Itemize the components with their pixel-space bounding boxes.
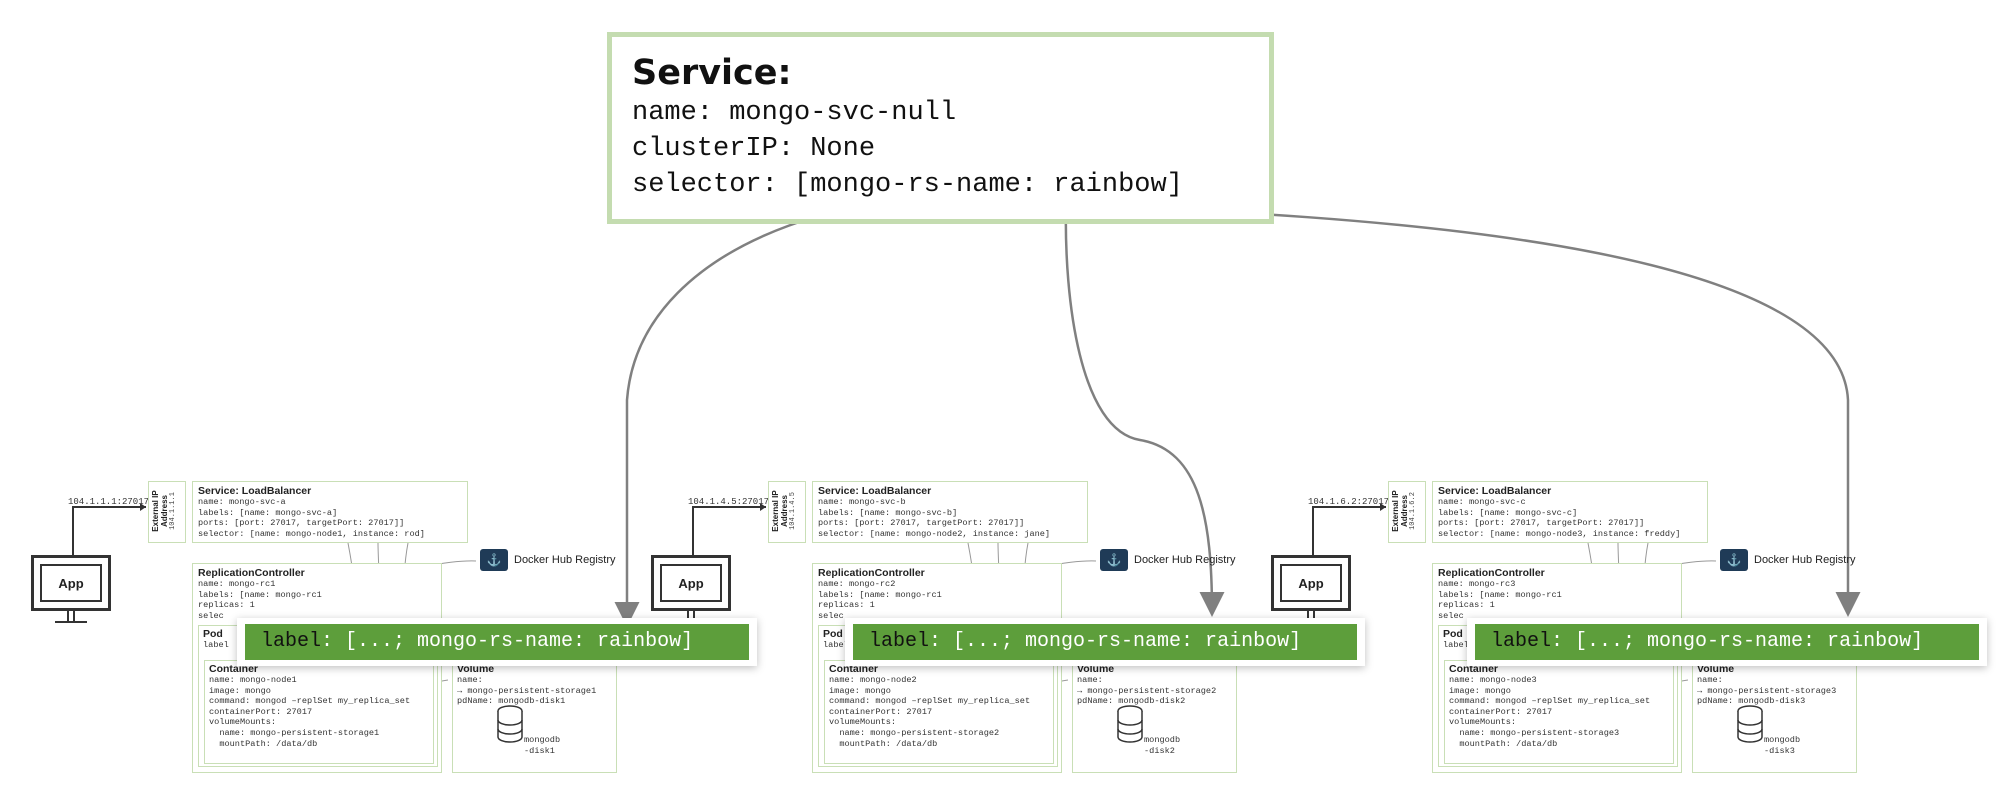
docker-hub-label: Docker Hub Registry	[514, 554, 616, 566]
service-selector-line: selector: [mongo-rs-name: rainbow]	[632, 170, 1183, 200]
connector-to-cluster-2	[1064, 204, 1225, 617]
loadbalancer-service-box: Service: LoadBalancer name: mongo-svc-b …	[812, 481, 1088, 543]
volume-title: Volume	[1697, 663, 1735, 675]
volume-box: Volume name: → mongo-persistent-storage3…	[1692, 660, 1857, 773]
pod-lines: label	[1443, 640, 1469, 650]
app-label: App	[1280, 564, 1342, 602]
external-ip-title: External IP Address	[151, 490, 169, 532]
rc-title: ReplicationController	[198, 567, 305, 579]
pod-lines: label	[203, 640, 229, 650]
volume-lines: name: → mongo-persistent-storage1 pdName…	[457, 675, 597, 707]
docker-whale-icon: ⚓	[1100, 549, 1128, 571]
loadbalancer-service-box: Service: LoadBalancer name: mongo-svc-a …	[192, 481, 468, 543]
rc-title: ReplicationController	[1438, 567, 1545, 579]
docker-hub-label: Docker Hub Registry	[1754, 554, 1856, 566]
label-banner-2: label: [...; mongo-rs-name: rainbow]	[845, 618, 1365, 666]
external-ip-value: 104.1.1.1	[169, 492, 177, 530]
external-ip-box: External IP Address 104.1.6.2	[1388, 481, 1426, 543]
volume-title: Volume	[1077, 663, 1115, 675]
disk-label: mongodb -disk3	[1764, 735, 1801, 756]
pod-title: Pod	[203, 628, 223, 640]
rc-lines: name: mongo-rc1 labels: [name: mongo-rc1…	[198, 579, 322, 621]
container-lines: name: mongo-node2 image: mongo command: …	[829, 675, 1031, 749]
container-title: Container	[209, 663, 259, 675]
disk-database-icon	[497, 705, 523, 743]
container-box: Container name: mongo-node2 image: mongo…	[824, 660, 1054, 764]
disk-database-icon	[1117, 705, 1143, 743]
container-title: Container	[829, 663, 879, 675]
loadbalancer-title: Service: LoadBalancer	[818, 485, 932, 497]
rc-lines: name: mongo-rc3 labels: [name: mongo-rc1…	[1438, 579, 1562, 621]
service-title: Service:	[632, 53, 792, 93]
loadbalancer-lines: name: mongo-svc-b labels: [name: mongo-s…	[818, 497, 1051, 539]
external-address: 104.1.6.2:27017	[1308, 497, 1390, 507]
container-box: Container name: mongo-node1 image: mongo…	[204, 660, 434, 764]
label-banner-text: label: [...; mongo-rs-name: rainbow]	[245, 624, 749, 660]
docker-hub-registry: ⚓ Docker Hub Registry	[1720, 549, 1855, 571]
docker-whale-icon: ⚓	[480, 549, 508, 571]
container-title: Container	[1449, 663, 1499, 675]
docker-whale-icon: ⚓	[1720, 549, 1748, 571]
cluster-3: 104.1.6.2:27017 External IP Address 104.…	[1268, 475, 1868, 775]
volume-box: Volume name: → mongo-persistent-storage2…	[1072, 660, 1237, 773]
monitor-icon: App	[651, 555, 731, 611]
loadbalancer-title: Service: LoadBalancer	[1438, 485, 1552, 497]
disk-label: mongodb -disk2	[1144, 735, 1181, 756]
app-monitor: App	[31, 555, 111, 639]
docker-hub-registry: ⚓ Docker Hub Registry	[1100, 549, 1235, 571]
external-ip-value: 104.1.6.2	[1409, 492, 1417, 530]
app-label: App	[40, 564, 102, 602]
loadbalancer-service-box: Service: LoadBalancer name: mongo-svc-c …	[1432, 481, 1708, 543]
app-monitor: App	[651, 555, 731, 639]
volume-lines: name: → mongo-persistent-storage3 pdName…	[1697, 675, 1837, 707]
docker-hub-label: Docker Hub Registry	[1134, 554, 1236, 566]
rc-title: ReplicationController	[818, 567, 925, 579]
container-lines: name: mongo-node1 image: mongo command: …	[209, 675, 411, 749]
cluster-1: 104.1.1.1:27017 External IP Address 104.…	[28, 475, 628, 775]
disk-label: mongodb -disk1	[524, 735, 561, 756]
rc-lines: name: mongo-rc2 labels: [name: mongo-rc1…	[818, 579, 942, 621]
app-label: App	[660, 564, 722, 602]
loadbalancer-lines: name: mongo-svc-a labels: [name: mongo-s…	[198, 497, 425, 539]
container-lines: name: mongo-node3 image: mongo command: …	[1449, 675, 1651, 749]
volume-box: Volume name: → mongo-persistent-storage1…	[452, 660, 617, 773]
label-banner-1: label: [...; mongo-rs-name: rainbow]	[237, 618, 757, 666]
label-banner-3: label: [...; mongo-rs-name: rainbow]	[1467, 618, 1987, 666]
external-ip-title: External IP Address	[1391, 490, 1409, 532]
service-clusterip-line: clusterIP: None	[632, 134, 876, 164]
external-ip-title: External IP Address	[771, 490, 789, 532]
label-banner-text: label: [...; mongo-rs-name: rainbow]	[853, 624, 1357, 660]
docker-hub-registry: ⚓ Docker Hub Registry	[480, 549, 615, 571]
label-banner-text: label: [...; mongo-rs-name: rainbow]	[1475, 624, 1979, 660]
loadbalancer-title: Service: LoadBalancer	[198, 485, 312, 497]
loadbalancer-lines: name: mongo-svc-c labels: [name: mongo-s…	[1438, 497, 1681, 539]
service-name-line: name: mongo-svc-null	[632, 98, 957, 128]
monitor-icon: App	[1271, 555, 1351, 611]
container-box: Container name: mongo-node3 image: mongo…	[1444, 660, 1674, 764]
volume-title: Volume	[457, 663, 495, 675]
pod-title: Pod	[823, 628, 843, 640]
monitor-icon: App	[31, 555, 111, 611]
external-ip-box: External IP Address 104.1.1.1	[148, 481, 186, 543]
app-monitor: App	[1271, 555, 1351, 639]
pod-title: Pod	[1443, 628, 1463, 640]
pod-lines: label	[823, 640, 849, 650]
external-address: 104.1.4.5:27017	[688, 497, 770, 507]
external-ip-value: 104.1.4.5	[789, 492, 797, 530]
external-address: 104.1.1.1:27017	[68, 497, 150, 507]
disk-database-icon	[1737, 705, 1763, 743]
external-ip-box: External IP Address 104.1.4.5	[768, 481, 806, 543]
service-box: Service: name: mongo-svc-null clusterIP:…	[607, 32, 1274, 224]
volume-lines: name: → mongo-persistent-storage2 pdName…	[1077, 675, 1217, 707]
